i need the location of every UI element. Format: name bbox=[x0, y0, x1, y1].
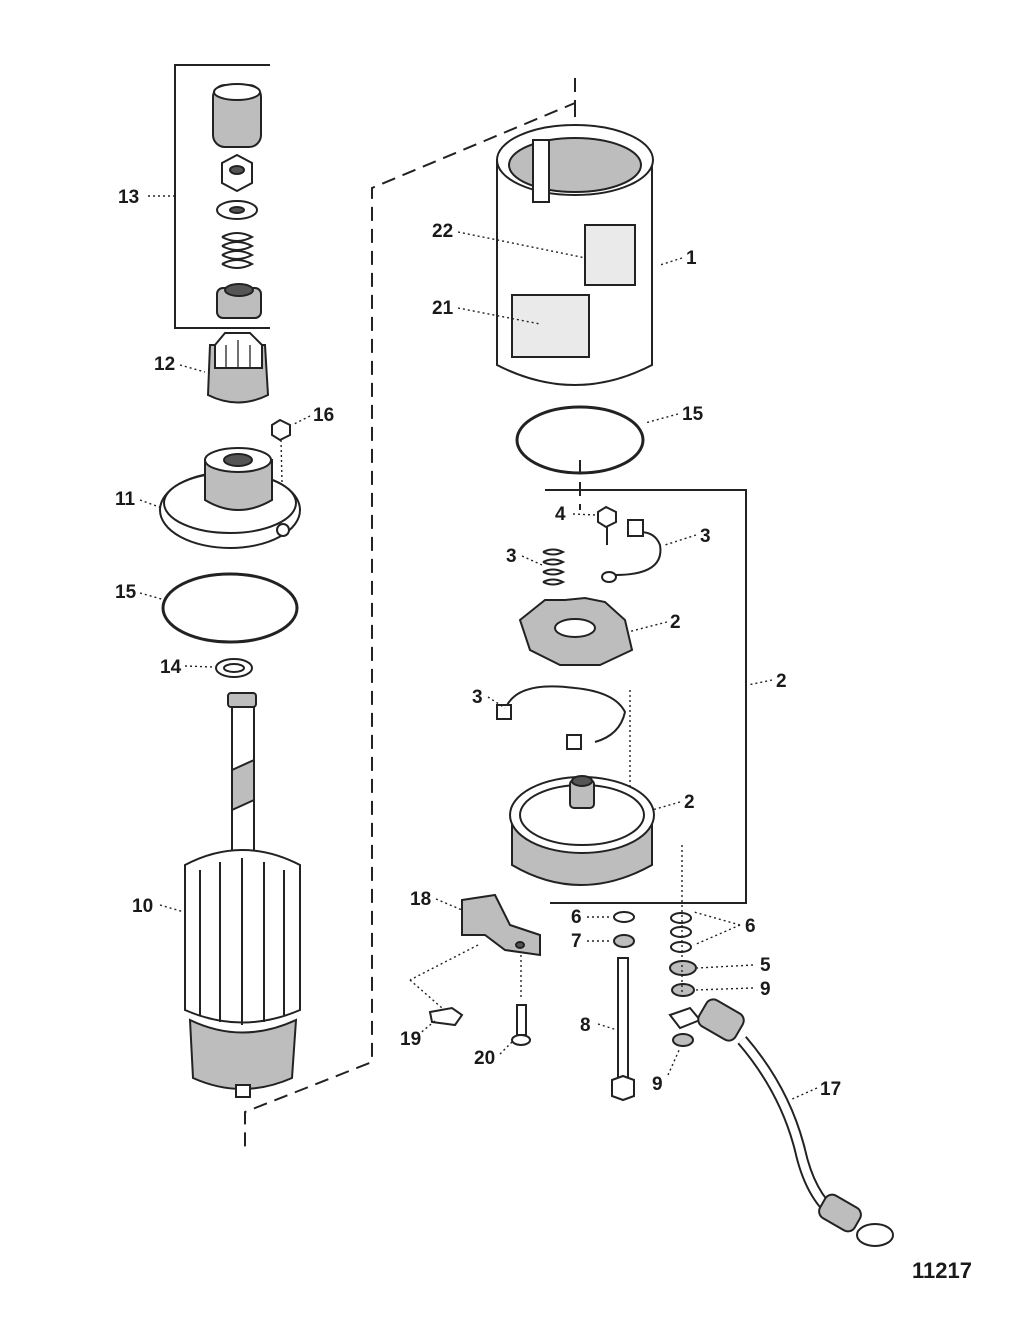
callout-9-lower: 9 bbox=[652, 1074, 663, 1095]
callout-6-left: 6 bbox=[571, 907, 582, 928]
callout-15-right: 15 bbox=[682, 404, 704, 425]
pinion-gear bbox=[206, 332, 270, 404]
callout-3-lead: 3 bbox=[700, 526, 711, 547]
nut-16 bbox=[271, 418, 291, 442]
callout-2-kit: 2 bbox=[776, 671, 787, 692]
callout-18: 18 bbox=[410, 889, 431, 910]
callout-17: 17 bbox=[820, 1079, 841, 1100]
callout-15-left: 15 bbox=[115, 582, 137, 603]
callout-12: 12 bbox=[154, 354, 175, 375]
callout-11: 11 bbox=[115, 489, 136, 510]
callout-14: 14 bbox=[160, 657, 182, 678]
drive-kit-parts bbox=[212, 83, 262, 319]
callout-1: 1 bbox=[686, 248, 697, 269]
callout-5: 5 bbox=[760, 955, 771, 976]
kit-bracket-2 bbox=[545, 489, 747, 904]
callout-leaders bbox=[139, 195, 818, 1101]
commutator-end-cap bbox=[509, 775, 655, 886]
callout-2-brush-plate: 2 bbox=[670, 612, 681, 633]
callout-22: 22 bbox=[432, 221, 453, 242]
o-ring-15-upper bbox=[515, 405, 645, 475]
figure-id: 11217 bbox=[912, 1258, 972, 1283]
callout-19: 19 bbox=[400, 1029, 421, 1050]
bracket-and-screws bbox=[409, 893, 541, 1046]
callout-2-end-cap: 2 bbox=[684, 792, 695, 813]
callout-labels: 1 2 2 2 3 3 3 4 5 6 6 7 8 9 9 10 11 12 1… bbox=[115, 187, 972, 1283]
callout-7: 7 bbox=[571, 931, 582, 952]
callout-3-spring: 3 bbox=[506, 546, 517, 567]
callout-21: 21 bbox=[432, 298, 454, 319]
frame-housing bbox=[496, 124, 654, 386]
callout-10: 10 bbox=[132, 896, 153, 917]
washers-and-bolt bbox=[611, 845, 697, 1102]
callout-16: 16 bbox=[313, 405, 334, 426]
callout-6-right: 6 bbox=[745, 916, 756, 937]
callout-13: 13 bbox=[118, 187, 139, 208]
callout-3-brushes: 3 bbox=[472, 687, 483, 708]
drive-end-cap bbox=[159, 447, 301, 549]
armature bbox=[184, 692, 301, 1098]
lead-cable bbox=[668, 998, 894, 1247]
callout-9-upper: 9 bbox=[760, 979, 771, 1000]
callout-20: 20 bbox=[474, 1048, 495, 1069]
o-ring-15-lower bbox=[161, 572, 299, 644]
callout-4: 4 bbox=[555, 504, 566, 525]
callout-8: 8 bbox=[580, 1015, 591, 1036]
